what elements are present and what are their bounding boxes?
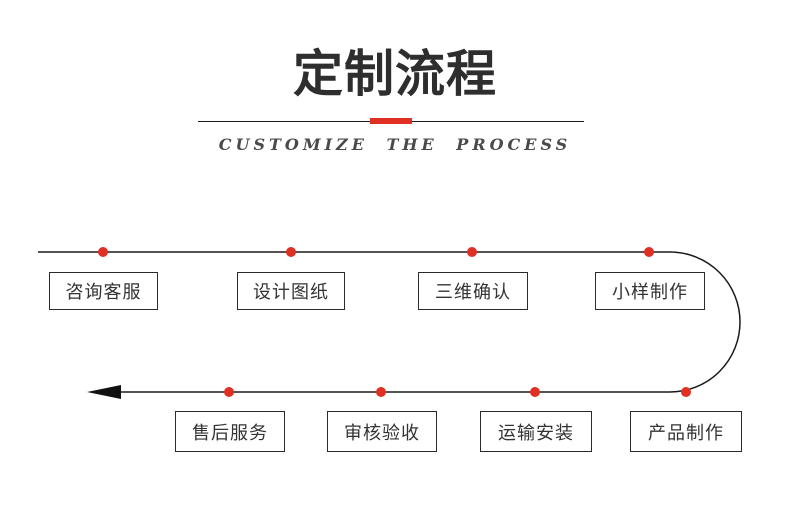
step-box-audit-acceptance: 审核验收 [327,411,437,452]
step-dot [286,247,296,257]
step-dot [224,387,234,397]
step-label: 小样制作 [612,282,688,303]
step-box-design-drawing: 设计图纸 [237,272,345,310]
step-box-product-making: 产品制作 [630,411,742,452]
step-label: 审核验收 [344,422,420,444]
step-box-sample-making: 小样制作 [595,272,705,310]
step-label: 产品制作 [648,422,724,444]
arrow-left-icon [87,385,121,399]
step-dot [530,387,540,397]
step-label: 三维确认 [435,282,511,303]
step-box-after-sales: 售后服务 [175,411,285,452]
step-label: 设计图纸 [253,282,329,303]
step-label: 售后服务 [192,422,268,444]
title-divider-accent [370,118,412,124]
step-dot [467,247,477,257]
step-box-consult-service: 咨询客服 [49,272,158,310]
step-box-3d-confirm: 三维确认 [418,272,528,310]
page-title: 定制流程 [293,45,497,103]
page-subtitle: CUSTOMIZE THE PROCESS [218,135,572,154]
step-dot [98,247,108,257]
step-dot [681,387,691,397]
step-dot [376,387,386,397]
flow-line [38,251,741,393]
step-label: 咨询客服 [65,282,142,303]
step-box-transport-install: 运输安装 [480,411,592,452]
step-label: 运输安装 [498,422,574,444]
step-dot [644,247,654,257]
